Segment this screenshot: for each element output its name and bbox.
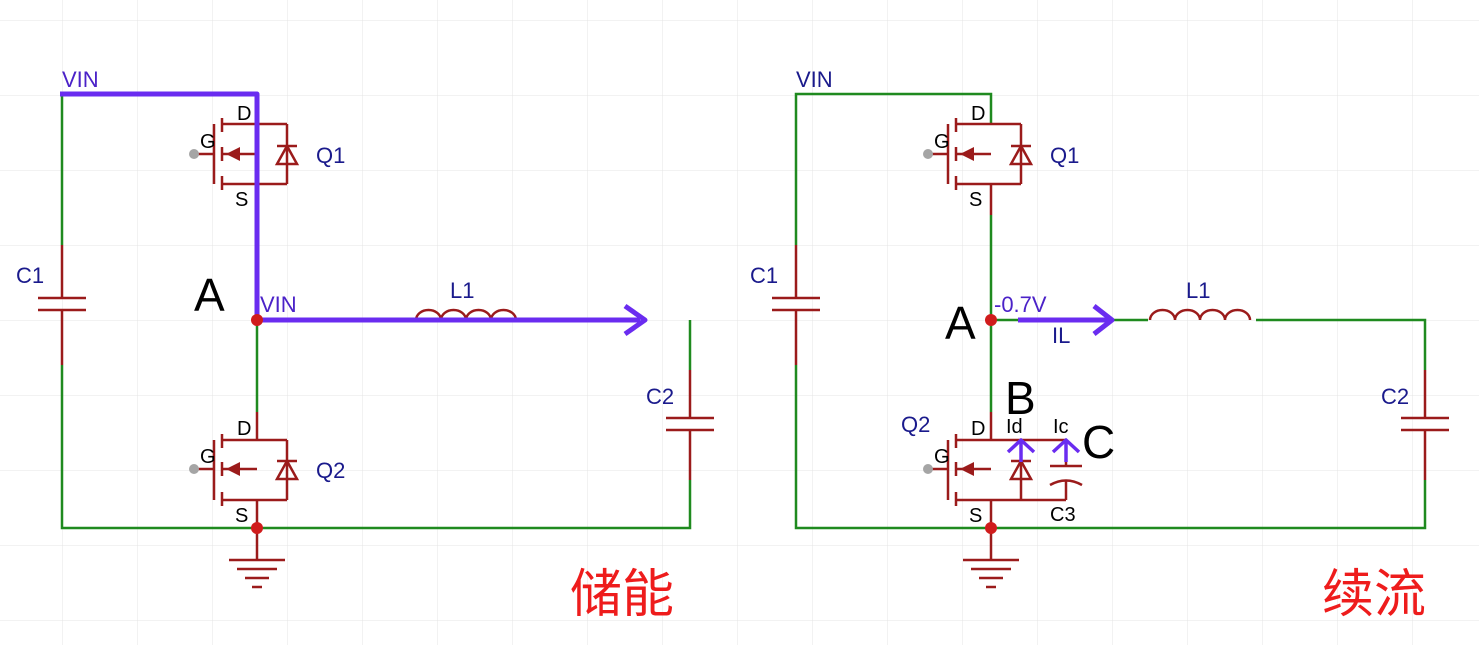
right-node-a-label: A bbox=[945, 297, 976, 349]
right-node-a-voltage: -0.7V bbox=[994, 292, 1047, 317]
left-q1-label: Q1 bbox=[316, 143, 345, 168]
right-id-label: Id bbox=[1006, 416, 1023, 438]
right-q2-source-label: S bbox=[969, 505, 982, 527]
left-q2-label: Q2 bbox=[316, 458, 345, 483]
right-q2-drain-label: D bbox=[971, 418, 985, 440]
left-q2-source-label: S bbox=[235, 505, 248, 527]
left-current-path bbox=[60, 91, 648, 337]
right-ground-symbol bbox=[963, 528, 1019, 589]
left-mode-label: 储能 bbox=[570, 565, 674, 625]
right-id-arrow bbox=[1006, 438, 1036, 462]
right-q2-gate-pin[interactable] bbox=[923, 464, 933, 474]
left-node-a-voltage: VIN bbox=[260, 292, 297, 317]
right-c3-label: C3 bbox=[1050, 504, 1076, 526]
left-circuit: C1 C2 L1 bbox=[16, 67, 714, 625]
left-q2-gate-pin[interactable] bbox=[189, 464, 199, 474]
left-node-a-label: A bbox=[194, 269, 225, 321]
left-q2-mosfet[interactable] bbox=[196, 412, 300, 528]
right-node-b-label: B bbox=[1005, 372, 1036, 424]
left-q2-drain-label: D bbox=[237, 418, 251, 440]
left-c2-label: C2 bbox=[646, 384, 674, 409]
right-q1-gate-label: G bbox=[934, 131, 950, 153]
left-q1-drain-label: D bbox=[237, 103, 251, 125]
left-q1-gate-pin[interactable] bbox=[189, 149, 199, 159]
left-ground-node-dot bbox=[251, 522, 263, 534]
left-l1-label: L1 bbox=[450, 278, 474, 303]
right-ic-arrow bbox=[1051, 438, 1081, 462]
right-q1-mosfet[interactable] bbox=[930, 118, 1034, 215]
right-il-label: IL bbox=[1052, 323, 1070, 348]
left-q2-gate-label: G bbox=[200, 446, 216, 468]
left-c1-label: C1 bbox=[16, 263, 44, 288]
left-c2-capacitor[interactable] bbox=[666, 370, 714, 480]
left-node-a-dot bbox=[251, 314, 263, 326]
right-l1-label: L1 bbox=[1186, 278, 1210, 303]
right-q2-gate-label: G bbox=[934, 446, 950, 468]
right-q1-drain-label: D bbox=[971, 103, 985, 125]
right-node-c-label: C bbox=[1082, 416, 1115, 468]
right-c2-capacitor[interactable] bbox=[1401, 370, 1449, 480]
right-c1-label: C1 bbox=[750, 263, 778, 288]
right-q1-gate-pin[interactable] bbox=[923, 149, 933, 159]
left-q1-gate-label: G bbox=[200, 131, 216, 153]
left-vin-label: VIN bbox=[62, 67, 99, 92]
left-q1-source-label: S bbox=[235, 189, 248, 211]
right-q2-label: Q2 bbox=[901, 412, 930, 437]
right-q1-label: Q1 bbox=[1050, 143, 1079, 168]
right-mode-label: 续流 bbox=[1322, 565, 1426, 625]
right-circuit: C1 C2 L1 bbox=[750, 67, 1449, 625]
right-vin-label: VIN bbox=[796, 67, 833, 92]
right-q1-source-label: S bbox=[969, 189, 982, 211]
left-c1-capacitor[interactable] bbox=[38, 245, 86, 365]
right-il-arrow bbox=[1018, 304, 1115, 336]
right-node-a-dot bbox=[985, 314, 997, 326]
right-ic-label: Ic bbox=[1053, 416, 1069, 438]
right-c2-label: C2 bbox=[1381, 384, 1409, 409]
right-l1-inductor[interactable] bbox=[1148, 308, 1252, 321]
left-ground-symbol bbox=[229, 528, 285, 589]
right-ground-node-dot bbox=[985, 522, 997, 534]
right-c1-capacitor[interactable] bbox=[772, 245, 820, 365]
